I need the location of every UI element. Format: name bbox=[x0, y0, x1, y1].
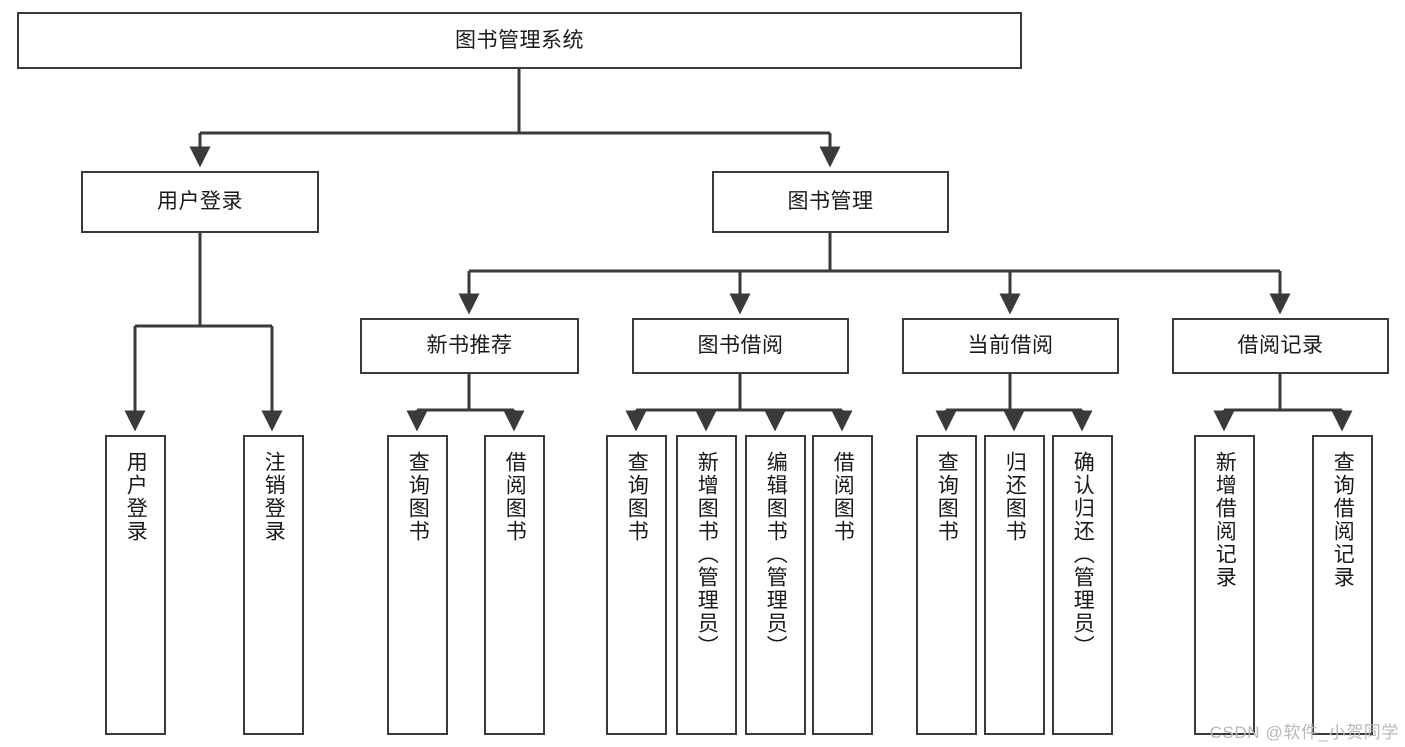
node-book-borrow-label: 图书借阅 bbox=[697, 334, 784, 358]
leaf-user-login[interactable]: 用户登录 bbox=[105, 435, 166, 735]
leaf-return-books[interactable]: 归还图书 bbox=[984, 435, 1045, 735]
leaf-user-login-label: 用户登录 bbox=[124, 451, 148, 543]
leaf-confirm-return-admin[interactable]: 确认归还（管理员） bbox=[1052, 435, 1113, 735]
watermark: CSDN @软件_小贺同学 bbox=[1209, 723, 1399, 742]
leaf-query-books-current[interactable]: 查询图书 bbox=[916, 435, 977, 735]
leaf-add-book-admin-label: 新增图书（管理员） bbox=[695, 451, 719, 658]
node-book-management[interactable]: 图书管理 bbox=[712, 171, 949, 233]
leaf-query-borrow-record-label: 查询借阅记录 bbox=[1331, 451, 1355, 589]
node-new-book-recommend-label: 新书推荐 bbox=[426, 334, 513, 358]
node-user-login-label: 用户登录 bbox=[157, 190, 243, 214]
leaf-borrow-books-label: 借阅图书 bbox=[831, 451, 855, 543]
leaf-edit-book-admin-label: 编辑图书（管理员） bbox=[764, 451, 788, 658]
node-root-label: 图书管理系统 bbox=[455, 28, 584, 52]
node-root[interactable]: 图书管理系统 bbox=[17, 12, 1022, 69]
leaf-logout-label: 注销登录 bbox=[262, 451, 286, 543]
leaf-query-books-borrow-label: 查询图书 bbox=[625, 451, 649, 543]
leaf-query-books-borrow[interactable]: 查询图书 bbox=[606, 435, 667, 735]
leaf-add-borrow-record-label: 新增借阅记录 bbox=[1213, 451, 1237, 589]
leaf-logout[interactable]: 注销登录 bbox=[243, 435, 304, 735]
node-book-borrow[interactable]: 图书借阅 bbox=[632, 318, 849, 374]
node-current-borrow-label: 当前借阅 bbox=[967, 334, 1054, 358]
leaf-query-books-new-label: 查询图书 bbox=[406, 451, 430, 543]
leaf-confirm-return-admin-label: 确认归还（管理员） bbox=[1071, 451, 1095, 658]
leaf-query-books-current-label: 查询图书 bbox=[935, 451, 959, 543]
leaf-borrow-books[interactable]: 借阅图书 bbox=[812, 435, 873, 735]
leaf-borrow-books-new-label: 借阅图书 bbox=[503, 451, 527, 543]
leaf-query-books-new[interactable]: 查询图书 bbox=[387, 435, 448, 735]
node-user-login[interactable]: 用户登录 bbox=[81, 171, 319, 233]
leaf-return-books-label: 归还图书 bbox=[1003, 451, 1027, 543]
node-current-borrow[interactable]: 当前借阅 bbox=[902, 318, 1119, 374]
node-borrow-records[interactable]: 借阅记录 bbox=[1172, 318, 1389, 374]
leaf-add-book-admin[interactable]: 新增图书（管理员） bbox=[676, 435, 737, 735]
node-book-management-label: 图书管理 bbox=[787, 190, 874, 214]
node-new-book-recommend[interactable]: 新书推荐 bbox=[360, 318, 579, 374]
leaf-borrow-books-new[interactable]: 借阅图书 bbox=[484, 435, 545, 735]
leaf-edit-book-admin[interactable]: 编辑图书（管理员） bbox=[745, 435, 806, 735]
node-borrow-records-label: 借阅记录 bbox=[1237, 334, 1324, 358]
leaf-query-borrow-record[interactable]: 查询借阅记录 bbox=[1312, 435, 1373, 735]
leaf-add-borrow-record[interactable]: 新增借阅记录 bbox=[1194, 435, 1255, 735]
